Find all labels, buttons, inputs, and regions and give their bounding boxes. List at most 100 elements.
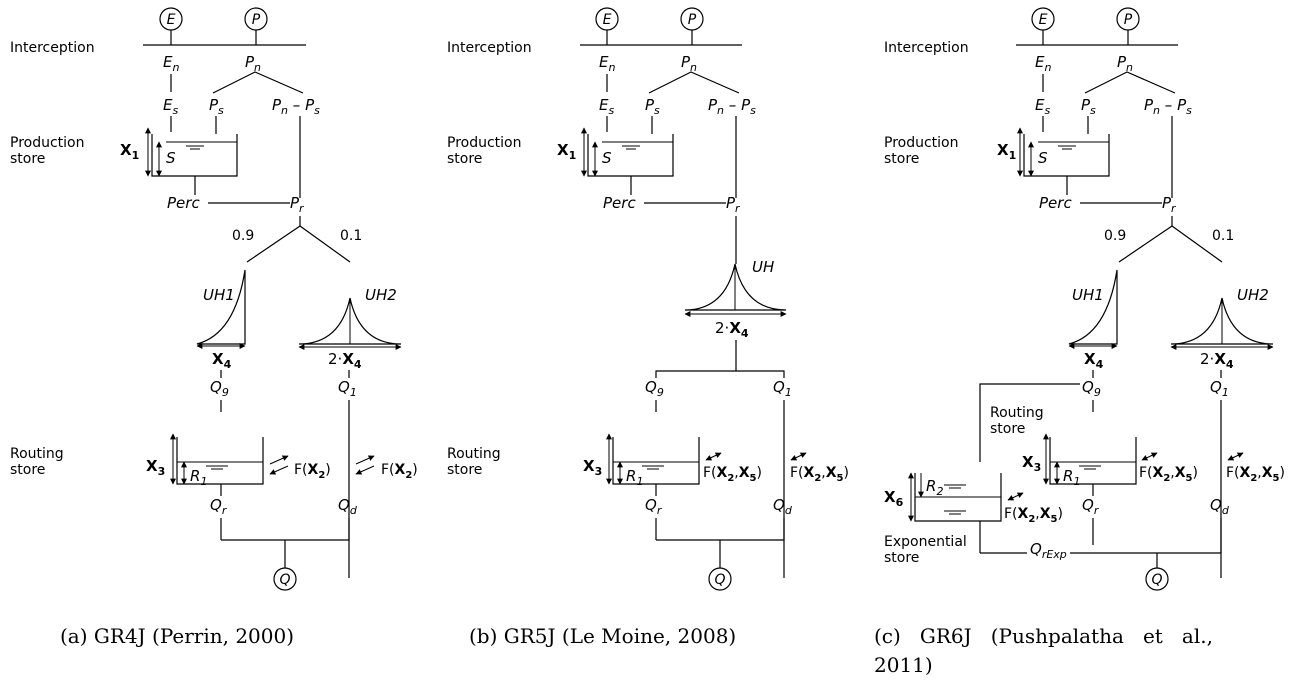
f-x2x5-exchange-direct: F(X2,X5) [1226,465,1285,484]
r1-symbol: R1 [190,467,207,488]
x3-param: X3 [146,457,165,478]
s-symbol: S [166,149,176,167]
pr-symbol: Pr [726,194,741,215]
f-x2-exchange-direct: F(X2) [381,462,418,481]
r1-symbol: R1 [626,467,643,488]
uh2-hydrograph: UH2 2·X4 [298,286,402,371]
exponential-store-label-2: store [884,550,919,566]
r2-symbol: R2 [926,477,943,498]
pn-minus-ps-symbol: Pn – Ps [272,96,320,117]
exponential-store: R2 X6 [884,472,1002,522]
qd-symbol: Qd [773,496,793,517]
x4-param: X4 [1084,350,1104,371]
uh2-label: UH2 [1237,286,1269,304]
interception-label: Interception [447,40,532,56]
pr-symbol: Pr [290,194,305,215]
s-symbol: S [1038,149,1048,167]
ps-symbol: Ps [1081,96,1096,117]
caption-gr6j-line2: 2011) [874,653,933,677]
2x4-param: 2·X4 [1200,350,1234,371]
perc-symbol: Perc [603,194,636,212]
precip-input-symbol: P [252,12,261,28]
x4-param: X4 [212,350,232,371]
caption-gr5j: (b) GR5J (Le Moine, 2008) [469,624,737,648]
uh2-hydrograph: UH2 2·X4 [1170,286,1274,371]
caption-gr6j-line1: (c) GR6J (Pushpalatha et al., [874,624,1213,648]
uh-hydrograph: UH 2·X4 [684,258,787,340]
evap-input-symbol: E [167,12,176,28]
x1-param: X1 [120,141,139,162]
x1-param: X1 [557,141,576,162]
precip-input-symbol: P [1124,12,1133,28]
split-01-label: 0.1 [1212,228,1234,244]
routing-store-label-1: Routing [990,405,1044,421]
q9-symbol: Q9 [645,378,664,399]
production-store: S X1 [997,127,1110,177]
routing-store-label-2: store [990,421,1025,437]
s-symbol: S [602,149,612,167]
production-store-label-1: Production [10,135,84,151]
perc-symbol: Perc [1039,194,1072,212]
interception-label: Interception [10,40,95,56]
routing-store-label-2: store [447,462,482,478]
es-symbol: Es [163,96,178,117]
x3-param: X3 [1022,453,1041,474]
pr-symbol: Pr [1162,194,1177,215]
split-01-label: 0.1 [340,228,362,244]
production-store-label-1: Production [447,135,521,151]
q1-symbol: Q1 [1210,378,1229,399]
q-output-symbol: Q [1151,572,1162,588]
pn-minus-ps-symbol: Pn – Ps [1144,96,1192,117]
caption-gr4j: (a) GR4J (Perrin, 2000) [60,624,295,648]
q-output-node [708,567,732,591]
production-store-label-2: store [10,151,45,167]
production-store-label-2: store [884,151,919,167]
q-output-symbol: Q [279,572,290,588]
routing-store: R1 X3 [146,433,264,488]
evap-input-symbol: E [603,12,612,28]
f-x2x5-exchange-store: F(X2,X5) [1139,465,1198,484]
routing-store-label-2: store [10,462,45,478]
q-output-node [273,567,297,591]
production-store-label-2: store [447,151,482,167]
q9-symbol: Q9 [1082,378,1101,399]
f-x2-exchange-store: F(X2) [294,462,331,481]
uh2-label: UH2 [365,286,397,304]
qr-symbol: Qr [1082,496,1100,517]
q1-symbol: Q1 [338,378,357,399]
en-symbol: En [1035,53,1051,74]
qd-symbol: Qd [1210,496,1230,517]
perc-symbol: Perc [167,194,200,212]
routing-store: R1 X3 [1022,433,1137,488]
qd-symbol: Qd [338,496,358,517]
qrexp-symbol: QrExp [1030,540,1067,561]
ps-symbol: Ps [209,96,224,117]
x1-param: X1 [997,141,1016,162]
routing-store: R1 X3 [583,433,700,488]
production-store-label-1: Production [884,135,958,151]
uh1-label: UH1 [1072,286,1104,304]
routing-store-label-1: Routing [10,446,64,462]
qr-symbol: Qr [645,496,663,517]
x6-param: X6 [884,488,904,509]
2x4-param: 2·X4 [328,350,362,371]
uh1-hydrograph: UH1 X4 [1068,269,1118,371]
q9-symbol: Q9 [210,378,229,399]
pn-symbol: Pn [681,53,697,74]
q1-symbol: Q1 [773,378,792,399]
panel-gr4j: Interception Production store Routing st… [10,7,418,591]
pn-minus-ps-symbol: Pn – Ps [708,96,756,117]
r1-symbol: R1 [1063,467,1080,488]
x3-param: X3 [583,457,602,478]
es-symbol: Es [599,96,614,117]
production-store: S X1 [120,127,238,177]
uh-label: UH [752,258,774,276]
split-09-label: 0.9 [1104,228,1126,244]
precip-input-symbol: P [688,12,697,28]
en-symbol: En [599,53,615,74]
evap-input-symbol: E [1039,12,1048,28]
panel-gr6j: Interception Production store E P En Pn … [884,7,1285,591]
en-symbol: En [163,53,179,74]
interception-label: Interception [884,40,969,56]
